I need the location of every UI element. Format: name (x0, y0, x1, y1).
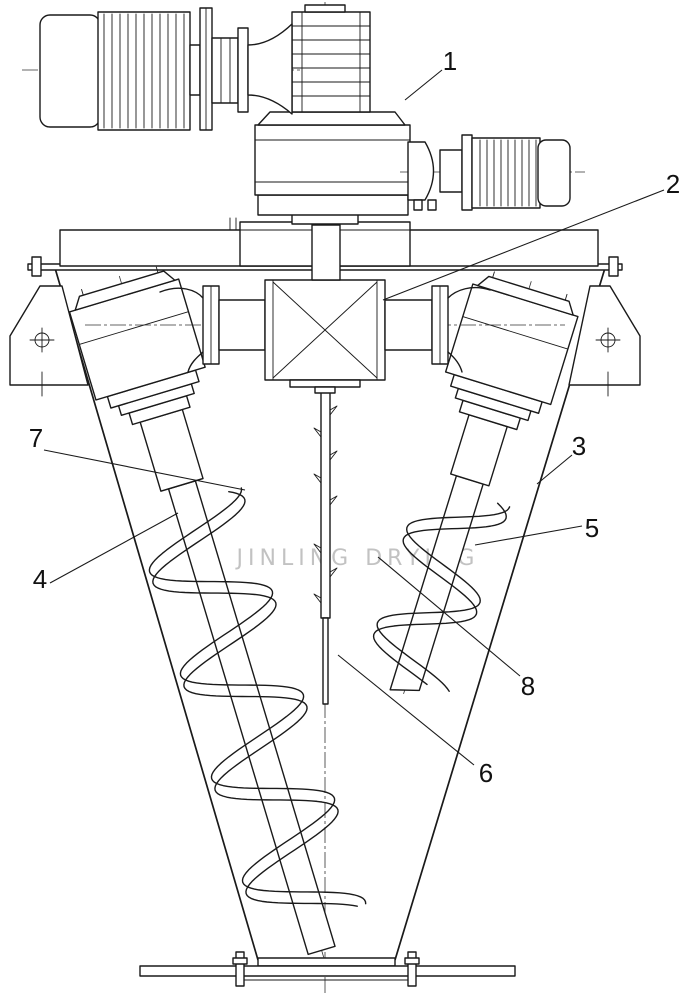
main-motor-fins (103, 13, 185, 129)
callout-label-7: 7 (29, 423, 43, 453)
transmission-arm (85, 279, 565, 394)
right-screw-coupling-tube (449, 414, 508, 487)
center-shaft-lower (322, 617, 329, 705)
left-screw-flight-edge (148, 487, 367, 905)
left-screw-assembly (68, 266, 367, 959)
lug-plate-left (9, 285, 89, 386)
arm-tube-right (384, 299, 433, 351)
leader-1 (404, 69, 443, 101)
right-screw-head-detail (462, 271, 569, 350)
callout-label-3: 3 (572, 431, 586, 461)
main-motor (22, 7, 300, 131)
leader-2 (382, 189, 665, 301)
support-lug-right (568, 285, 641, 397)
auxiliary-motor-end-cap (537, 139, 571, 207)
auxiliary-motor-flange (461, 134, 473, 211)
arm-tube-left (218, 299, 266, 351)
leader-8 (377, 556, 521, 677)
callout-label-4: 4 (33, 564, 47, 594)
rim-bolt-left (31, 256, 42, 277)
leader-7 (43, 449, 246, 491)
main-reducer (254, 111, 411, 225)
right-screw-flight-edge (376, 506, 511, 692)
callout-label-8: 8 (521, 671, 535, 701)
center-shaft-upper (320, 385, 331, 619)
auxiliary-motor-coupling (439, 149, 463, 193)
outlet-nut-left (232, 957, 248, 965)
reducer-base-band (257, 194, 409, 216)
bevel-gear-box-cross (272, 279, 378, 381)
right-screw-head-cap (476, 275, 574, 316)
auxiliary-motor-fins (479, 139, 537, 207)
lug-hole-crosshair-right (595, 327, 621, 397)
outlet-neck (257, 957, 396, 967)
callout-leaders (43, 69, 665, 766)
outlet-flange-plate (139, 965, 516, 977)
reducer-body (254, 124, 411, 196)
upper-gearbox-top-cap (304, 4, 346, 13)
reducer-top-cap (257, 111, 406, 126)
leader-4 (49, 512, 179, 584)
left-screw-flight-edge (152, 490, 358, 907)
outlet-bolt-right (407, 951, 417, 987)
upper-gearbox-body (291, 11, 371, 113)
support-lug-left (9, 285, 89, 397)
left-screw-head-cap (74, 270, 176, 311)
auxiliary-motor (400, 134, 585, 211)
auxiliary-motor-bolt-2 (427, 199, 437, 211)
drive-shaft-stem (311, 224, 341, 281)
main-motor-end-cap (39, 14, 101, 128)
center-shaft-blades (313, 405, 338, 604)
callout-label-5: 5 (585, 513, 599, 543)
lug-hole-crosshair-left (29, 327, 55, 397)
arm-elbow-right (447, 286, 491, 373)
auxiliary-motor-bolt-1 (413, 199, 423, 211)
upper-gearbox-bands (291, 11, 371, 113)
arm-elbow-left (159, 287, 204, 373)
main-motor-adapter (237, 27, 249, 113)
lug-plate-right (568, 285, 641, 386)
rim-bolt-right (608, 256, 619, 277)
bottom-outlet (139, 951, 516, 987)
callout-label-6: 6 (479, 758, 493, 788)
main-motor-coupling (211, 37, 239, 104)
outlet-nut-right (404, 957, 420, 965)
left-screw-head-detail (78, 266, 189, 345)
callout-label-2: 2 (666, 169, 680, 199)
bevel-gear-box-bearing (289, 379, 361, 388)
left-screw-coupling-tube (139, 408, 204, 492)
leader-5 (474, 525, 583, 546)
auxiliary-motor-finned-body (471, 137, 541, 209)
right-screw-flight-edge (372, 502, 507, 686)
upper-gearbox (291, 4, 371, 113)
right-screw-assembly (372, 271, 579, 695)
auxiliary-motor-adapter (407, 141, 435, 201)
main-motor-coupling-detail (220, 37, 231, 104)
reducer-body-detail (254, 139, 411, 183)
center-shaft (313, 385, 338, 705)
cover-plate (59, 217, 599, 281)
callout-label-1: 1 (443, 46, 457, 76)
right-screw-shaft (389, 475, 484, 692)
outlet-bolt-left (235, 951, 245, 987)
leader-6 (337, 654, 475, 766)
cone-left-wall (54, 267, 259, 961)
callout-labels: 1 2 3 4 5 6 7 8 (29, 46, 680, 788)
bevel-gear-box-stub (314, 386, 336, 394)
main-motor-bevel-housing (247, 23, 293, 115)
leader-3 (536, 454, 573, 485)
main-motor-neck (189, 44, 201, 96)
